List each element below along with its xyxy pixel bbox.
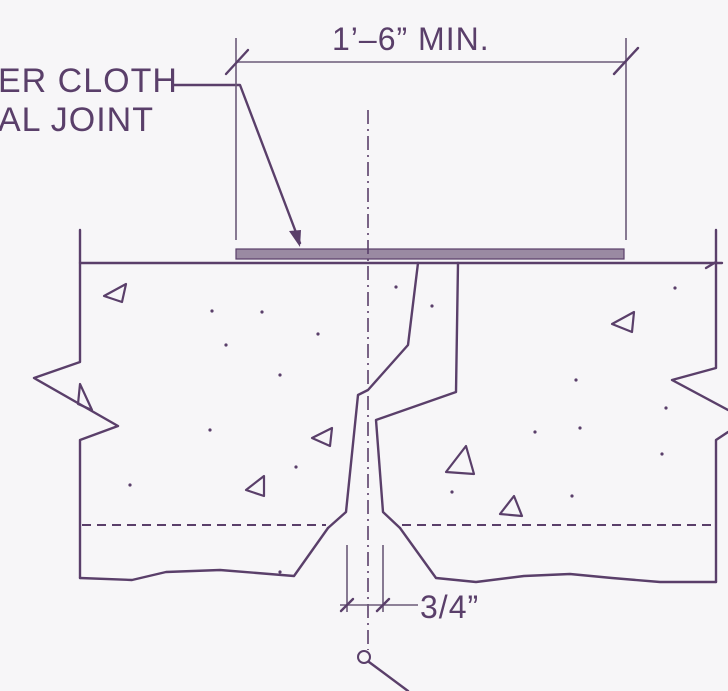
right-base-profile bbox=[398, 526, 718, 584]
joint-left-face bbox=[326, 261, 420, 530]
dimension-top-label: 1’–6” MIN. bbox=[332, 21, 490, 57]
aggregate-triangle bbox=[498, 494, 524, 518]
aggregate-triangle bbox=[102, 282, 128, 304]
cloth-strip bbox=[235, 248, 625, 260]
aggregate-triangle bbox=[310, 426, 334, 448]
aggregate-triangle bbox=[76, 382, 94, 412]
right-slab-break-lower bbox=[714, 430, 728, 584]
dimension-tick-right bbox=[612, 46, 640, 76]
centerline-leader bbox=[367, 660, 410, 691]
left-slab-break bbox=[32, 228, 120, 580]
callout-text-line2: AL JOINT bbox=[0, 101, 154, 139]
gap-tick-left bbox=[339, 597, 355, 613]
callout-arrowhead bbox=[289, 230, 301, 247]
aggregate-triangle bbox=[244, 474, 266, 498]
callout-text-line1: ER CLOTH bbox=[0, 62, 178, 100]
right-slab-break bbox=[670, 228, 728, 412]
centerline-symbol bbox=[357, 650, 371, 664]
aggregate-triangle bbox=[610, 310, 636, 334]
dimension-gap-label: 3/4” bbox=[420, 589, 479, 625]
dimension-tick-left bbox=[224, 48, 250, 76]
slab-edge-right-tick bbox=[704, 260, 718, 270]
aggregate-triangle bbox=[444, 444, 476, 476]
gap-tick-right bbox=[375, 597, 391, 613]
joint-right-face bbox=[374, 261, 460, 530]
left-base-profile bbox=[78, 526, 330, 582]
aggregate-dots bbox=[128, 285, 677, 574]
callout-leader-line bbox=[172, 83, 302, 245]
